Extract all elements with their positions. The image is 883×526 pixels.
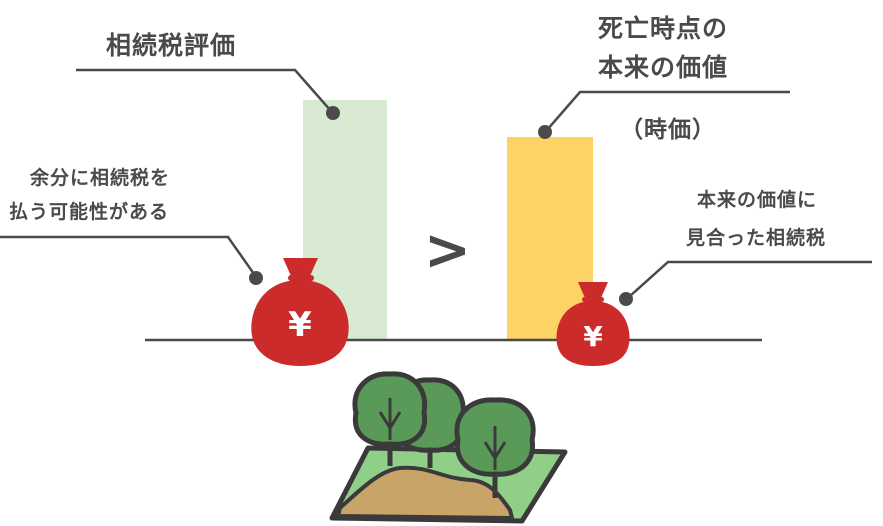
- note-fair-tax-line1: 本来の価値に: [697, 189, 818, 211]
- leader-line-fair-tax: [629, 260, 872, 297]
- money-bag-large-icon: ¥: [251, 258, 349, 366]
- svg-text:¥: ¥: [583, 320, 603, 353]
- leader-line-market: [546, 90, 790, 131]
- label-market-value-line2: 本来の価値: [598, 53, 729, 82]
- leader-dot-market: [538, 125, 552, 139]
- note-extra-tax-line2: 払う可能性がある: [9, 201, 170, 223]
- label-market-value-line1: 死亡時点の: [598, 14, 729, 43]
- leader-dot-valuation: [326, 106, 340, 120]
- money-bag-small-icon: ¥: [556, 282, 630, 366]
- leader-dot-fair-tax: [619, 292, 633, 306]
- leader-line-valuation: [76, 68, 332, 112]
- svg-text:¥: ¥: [288, 305, 312, 345]
- land-with-trees-icon: [329, 371, 568, 524]
- label-market-value-paren: （時価）: [620, 117, 716, 143]
- label-inheritance-tax-valuation: 相続税評価: [106, 31, 237, 60]
- comparison-symbol: >: [424, 218, 471, 283]
- note-fair-tax-line2: 見合った相続税: [686, 227, 827, 249]
- leader-line-extra-tax: [0, 235, 256, 275]
- note-extra-tax-line1: 余分に相続税を: [30, 167, 171, 189]
- leader-dot-extra-tax: [249, 271, 263, 285]
